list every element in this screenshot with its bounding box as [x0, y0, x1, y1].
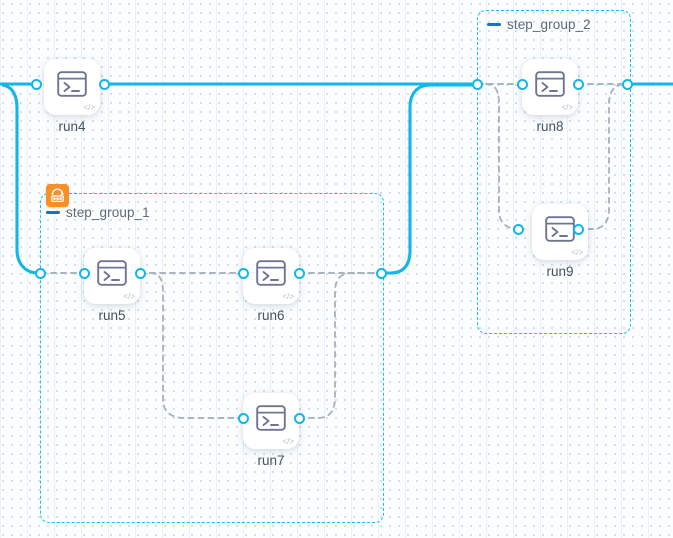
port-run5-in[interactable]	[79, 268, 90, 279]
node-label: run6	[257, 308, 285, 323]
node-card[interactable]	[84, 248, 140, 304]
node-label: run4	[58, 119, 86, 134]
port-run9-in[interactable]	[513, 224, 524, 235]
code-icon: </>	[282, 292, 294, 301]
group-frame-step-group-1[interactable]	[40, 193, 384, 523]
terminal-icon	[256, 405, 286, 431]
group-frame-step-group-2[interactable]	[477, 10, 631, 334]
node-run6[interactable]: </> run6	[243, 248, 299, 323]
group-label-step-group-1[interactable]: step_group_1	[46, 205, 150, 220]
code-icon: </>	[571, 248, 583, 257]
edge-left-to-group1	[1, 83, 41, 275]
node-run7[interactable]: </> run7	[243, 393, 299, 468]
port-run5-out[interactable]	[135, 268, 146, 279]
port-group1-out[interactable]	[376, 268, 387, 279]
node-run5[interactable]: </> run5	[84, 248, 140, 323]
port-group2-in[interactable]	[472, 79, 483, 90]
port-run8-in[interactable]	[517, 79, 528, 90]
minus-icon[interactable]	[487, 23, 501, 26]
group-bracket-icon[interactable]	[46, 184, 69, 207]
port-run6-out[interactable]	[294, 268, 305, 279]
edge-group1-out-trunk	[381, 83, 477, 275]
port-run4-out[interactable]	[99, 79, 110, 90]
code-icon: </>	[282, 437, 294, 446]
node-label: run9	[546, 264, 574, 279]
node-card[interactable]	[44, 59, 100, 115]
node-run4[interactable]: </> run4	[44, 59, 100, 134]
node-label: run5	[98, 308, 126, 323]
node-run8[interactable]: </> run8	[522, 59, 578, 134]
port-run8-out[interactable]	[573, 79, 584, 90]
node-label: run8	[536, 119, 564, 134]
port-group2-out[interactable]	[622, 79, 633, 90]
code-icon: </>	[83, 103, 95, 112]
port-group1-in[interactable]	[35, 268, 46, 279]
port-run6-in[interactable]	[238, 268, 249, 279]
port-trunk-left[interactable]	[31, 79, 42, 90]
port-run7-out[interactable]	[294, 413, 305, 424]
node-label: run7	[257, 453, 285, 468]
minus-icon[interactable]	[46, 211, 60, 214]
group-name-text: step_group_2	[507, 17, 591, 32]
node-card[interactable]	[243, 248, 299, 304]
node-card[interactable]	[522, 59, 578, 115]
node-card[interactable]	[243, 393, 299, 449]
terminal-icon	[256, 260, 286, 286]
terminal-icon	[545, 216, 575, 242]
group-label-step-group-2[interactable]: step_group_2	[487, 17, 591, 32]
port-run7-in[interactable]	[238, 413, 249, 424]
code-icon: </>	[123, 292, 135, 301]
code-icon: </>	[561, 103, 573, 112]
terminal-icon	[535, 71, 565, 97]
terminal-icon	[57, 71, 87, 97]
port-run9-out[interactable]	[573, 224, 584, 235]
group-name-text: step_group_1	[66, 205, 150, 220]
terminal-icon	[97, 260, 127, 286]
